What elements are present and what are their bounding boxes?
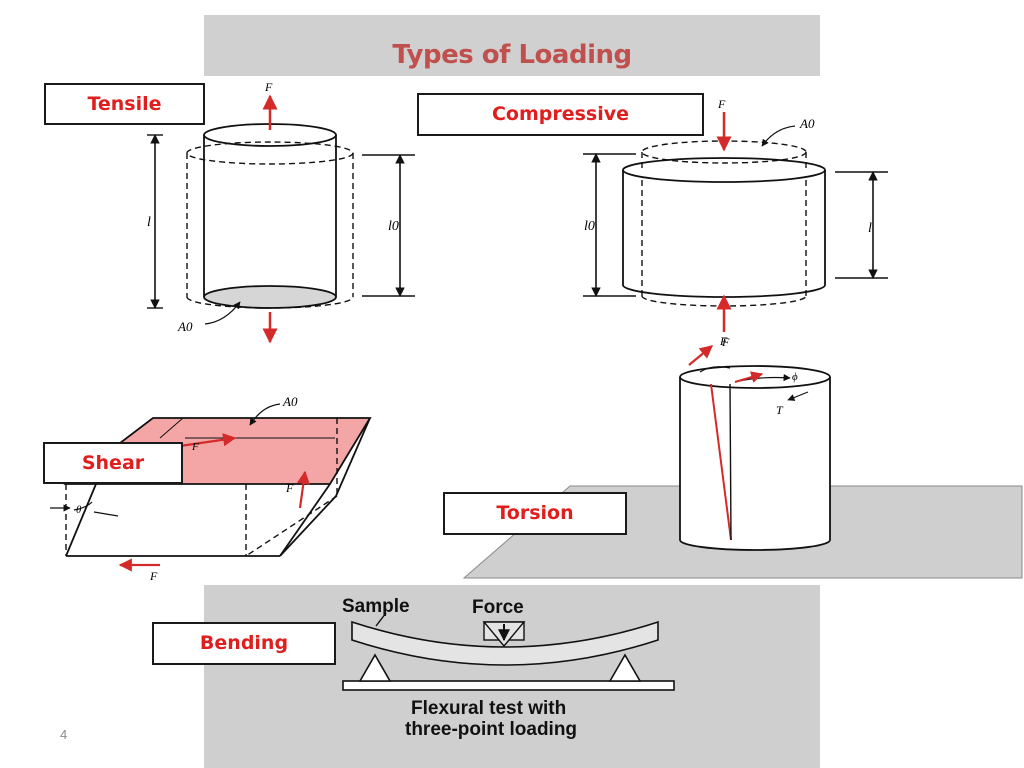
compressive-length-label: l	[868, 221, 872, 236]
bending-panel	[204, 585, 820, 768]
tensile-force-label: F	[264, 80, 273, 94]
compressive-label: Compressive	[417, 93, 704, 136]
shear-area-label: A0	[282, 394, 298, 409]
title-bar	[204, 15, 820, 76]
shear-diagram: θ F F F A0	[50, 394, 372, 583]
shear-bottom-force-label: F	[149, 569, 158, 583]
torsion-angle-label: ϕ	[792, 371, 798, 383]
tensile-diagram: F l l0 A0	[147, 80, 415, 344]
compressive-diagram: F F A0 l0 l	[583, 97, 888, 348]
tensile-label: Tensile	[44, 83, 205, 125]
shear-side-force-arrow	[296, 470, 310, 509]
torsion-torque-label: T	[776, 403, 784, 417]
bending-force-label: Force	[472, 597, 524, 618]
bending-sample-label: Sample	[342, 596, 410, 617]
slide-title: Types of Loading	[392, 40, 632, 70]
tensile-length-label: l	[147, 215, 151, 230]
torsion-force-arrow	[688, 345, 714, 366]
bending-diagram: Sample Force Flexural test with three-po…	[342, 596, 675, 740]
compressive-area-label: A0	[799, 116, 815, 131]
shear-angle-label: θ	[76, 504, 82, 516]
bending-label: Bending	[152, 622, 336, 665]
torsion-label: Torsion	[443, 492, 627, 535]
shear-top-force-arrow	[179, 433, 237, 448]
bending-caption-line2: three-point loading	[405, 719, 577, 740]
page-number: 4	[60, 727, 68, 742]
tensile-area-label: A0	[177, 319, 193, 334]
torsion-force-label: F	[721, 335, 730, 349]
shear-label: Shear	[43, 442, 183, 484]
compressive-top-force-label: F	[717, 97, 726, 111]
shear-side-force-label: F	[285, 481, 294, 495]
tensile-original-length-label: l0	[388, 219, 399, 234]
torsion-diagram: ϕ T F	[462, 335, 1023, 579]
bending-caption-line1: Flexural test with	[411, 698, 566, 719]
compressive-original-length-label: l0	[584, 219, 595, 234]
compressive-bottom-force-label: F	[719, 334, 728, 348]
shear-top-force-label: F	[191, 441, 199, 453]
